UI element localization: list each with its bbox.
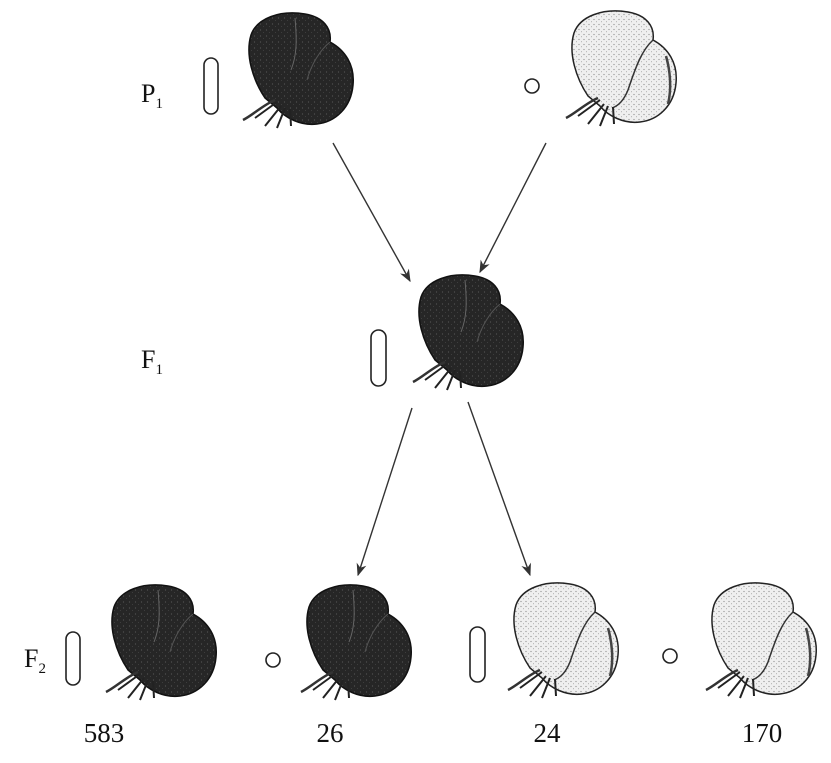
round-pollen-icon xyxy=(265,652,281,668)
dark-flower-p1 xyxy=(241,11,355,130)
light-flower-f2-long xyxy=(506,581,620,700)
arrow-f1-to-f2-right xyxy=(467,401,531,577)
light-flower-p1 xyxy=(564,9,678,128)
dark-flower-f1 xyxy=(411,273,525,392)
round-pollen-icon xyxy=(524,78,540,94)
round-pollen-icon xyxy=(662,648,678,664)
long-pollen-icon xyxy=(65,631,81,686)
dark-flower-f2-long xyxy=(104,583,218,702)
generation-label-p1: P1 xyxy=(141,79,163,112)
long-pollen-icon xyxy=(469,626,486,683)
count-dark-round: 26 xyxy=(316,718,344,748)
long-pollen-icon xyxy=(203,57,219,115)
light-flower-f2-round xyxy=(704,581,818,700)
arrow-f1-to-f2-left xyxy=(356,407,413,577)
arrow-p1-right-to-f1 xyxy=(479,142,547,274)
dark-flower-f2-round xyxy=(299,583,413,702)
count-light-round: 170 xyxy=(741,718,783,748)
count-light-long: 24 xyxy=(533,718,561,748)
generation-label-f1: F1 xyxy=(141,345,163,378)
count-dark-long: 583 xyxy=(83,718,125,748)
long-pollen-icon xyxy=(370,329,387,387)
arrow-p1-left-to-f1 xyxy=(332,142,411,283)
generation-label-f2: F2 xyxy=(24,644,46,677)
